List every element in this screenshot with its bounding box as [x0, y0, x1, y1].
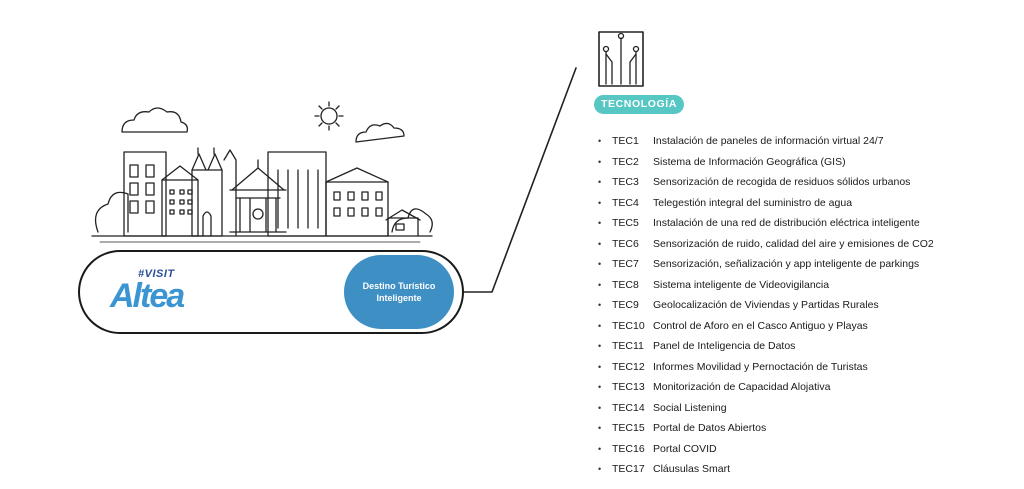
item-label: Instalación de una red de distribución e…	[653, 217, 920, 230]
list-item: • TEC16 Portal COVID	[598, 439, 934, 460]
item-label: Social Listening	[653, 401, 727, 414]
item-label: Portal de Datos Abiertos	[653, 422, 767, 435]
list-item: • TEC1 Instalación de paneles de informa…	[598, 131, 934, 152]
item-code: TEC14	[612, 401, 645, 414]
bullet-icon: •	[598, 443, 602, 454]
bullet-icon: •	[598, 402, 602, 413]
technology-circuit-icon	[598, 31, 644, 87]
list-item: • TEC4 Telegestión integral del suminist…	[598, 193, 934, 214]
item-code: TEC17	[612, 463, 645, 476]
list-item: • TEC5 Instalación de una red de distrib…	[598, 213, 934, 234]
cloud-icon	[121, 107, 189, 133]
list-item: • TEC12 Informes Movilidad y Pernoctació…	[598, 357, 934, 378]
cloud-icon	[391, 208, 433, 233]
item-label: Monitorización de Capacidad Alojativa	[653, 381, 831, 394]
item-label: Cláusulas Smart	[653, 463, 731, 476]
bullet-icon: •	[598, 464, 602, 475]
bullet-icon: •	[598, 382, 602, 393]
bullet-icon: •	[598, 341, 602, 352]
item-code: TEC10	[612, 319, 645, 332]
list-item: • TEC15 Portal de Datos Abiertos	[598, 418, 934, 439]
list-item: • TEC6 Sensorización de ruido, calidad d…	[598, 234, 934, 255]
list-item: • TEC2 Sistema de Información Geográfica…	[598, 152, 934, 173]
logo-wordmark: Altea	[110, 277, 185, 315]
list-item: • TEC13 Monitorización de Capacidad Aloj…	[598, 377, 934, 398]
item-code: TEC2	[612, 155, 639, 168]
item-code: TEC9	[612, 299, 639, 312]
bullet-icon: •	[598, 320, 602, 331]
list-item: • TEC9 Geolocalización de Viviendas y Pa…	[598, 295, 934, 316]
item-label: Panel de Inteligencia de Datos	[653, 340, 796, 353]
section-title: TECNOLOGÍA	[594, 95, 684, 114]
item-code: TEC7	[612, 258, 639, 271]
item-label: Informes Movilidad y Pernoctación de Tur…	[653, 360, 868, 373]
list-item: • TEC17 Cláusulas Smart	[598, 459, 934, 480]
bullet-icon: •	[598, 259, 602, 270]
sun-icon	[320, 107, 338, 125]
technology-list: • TEC1 Instalación de paneles de informa…	[598, 131, 934, 480]
bullet-icon: •	[598, 197, 602, 208]
list-item: • TEC7 Sensorización, señalización y app…	[598, 254, 934, 275]
bullet-icon: •	[598, 218, 602, 229]
visit-altea-logo: #VISIT Altea	[110, 268, 230, 318]
bullet-icon: •	[598, 136, 602, 147]
item-code: TEC15	[612, 422, 645, 435]
item-label: Sensorización de ruido, calidad del aire…	[653, 237, 934, 250]
bullet-icon: •	[598, 177, 602, 188]
badge-label: Destino Turístico Inteligente	[362, 281, 436, 303]
item-code: TEC16	[612, 442, 645, 455]
item-code: TEC11	[612, 340, 644, 353]
item-label: Sensorización de recogida de residuos só…	[653, 176, 911, 189]
cloud-icon	[94, 191, 129, 233]
item-label: Sensorización, señalización y app inteli…	[653, 258, 920, 271]
list-item: • TEC3 Sensorización de recogida de resi…	[598, 172, 934, 193]
item-label: Portal COVID	[653, 442, 717, 455]
item-code: TEC6	[612, 237, 639, 250]
item-code: TEC13	[612, 381, 645, 394]
item-code: TEC8	[612, 278, 639, 291]
item-code: TEC1	[612, 135, 639, 148]
list-item: • TEC10 Control de Aforo en el Casco Ant…	[598, 316, 934, 337]
item-label: Instalación de paneles de información vi…	[653, 135, 884, 148]
destination-badge: Destino Turístico Inteligente	[344, 255, 454, 329]
item-label: Sistema de Información Geográfica (GIS)	[653, 155, 846, 168]
bullet-icon: •	[598, 300, 602, 311]
item-label: Sistema inteligente de Videovigilancia	[653, 278, 830, 291]
bullet-icon: •	[598, 361, 602, 372]
item-code: TEC4	[612, 196, 639, 209]
bullet-icon: •	[598, 279, 602, 290]
bullet-icon: •	[598, 238, 602, 249]
item-label: Telegestión integral del suministro de a…	[653, 196, 853, 209]
item-code: TEC3	[612, 176, 639, 189]
item-code: TEC5	[612, 217, 639, 230]
item-code: TEC12	[612, 360, 645, 373]
list-item: • TEC8 Sistema inteligente de Videovigil…	[598, 275, 934, 296]
bullet-icon: •	[598, 423, 602, 434]
logo-hashtag: #VISIT	[138, 268, 175, 280]
cloud-icon	[355, 122, 405, 143]
item-label: Geolocalización de Viviendas y Partidas …	[653, 299, 879, 312]
item-label: Control de Aforo en el Casco Antiguo y P…	[653, 319, 868, 332]
list-item: • TEC14 Social Listening	[598, 398, 934, 419]
list-item: • TEC11 Panel de Inteligencia de Datos	[598, 336, 934, 357]
bullet-icon: •	[598, 156, 602, 167]
